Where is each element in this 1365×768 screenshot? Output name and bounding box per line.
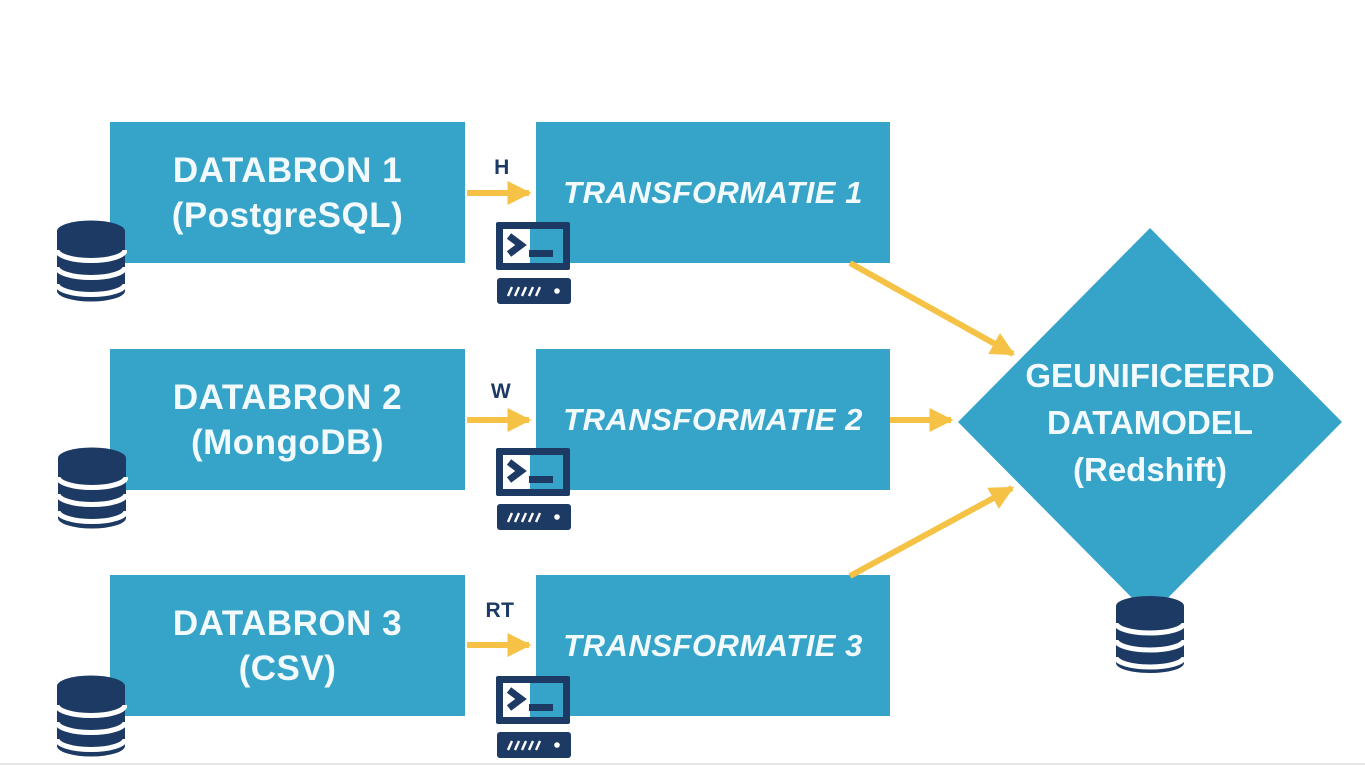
target-title-line1: GEUNIFICEERD (1025, 356, 1275, 394)
transformation-box-label: TRANSFORMATIE 3 (563, 627, 863, 663)
transformation-box-label: TRANSFORMATIE 1 (563, 174, 863, 210)
source-box-subtitle: (CSV) (238, 648, 337, 688)
database-icon (55, 675, 127, 757)
source-box-title: DATABRON 2 (172, 377, 403, 417)
transformation-box-1: TRANSFORMATIE 1 (536, 122, 890, 263)
target-title-line3: (Redshift) (1073, 450, 1227, 488)
flow-label-h: H (494, 156, 510, 179)
target-diamond-shape (958, 228, 1342, 616)
flow-label-rt: RT (485, 599, 515, 622)
source-box-3: DATABRON 3 (CSV) (110, 575, 465, 716)
transformation-box-label: TRANSFORMATIE 2 (563, 401, 863, 437)
source-box-title: DATABRON 1 (172, 150, 403, 190)
database-icon (55, 220, 127, 302)
source-box-2: DATABRON 2 (MongoDB) (110, 349, 465, 490)
database-icon (1114, 596, 1186, 673)
source-box-subtitle: (MongoDB) (190, 422, 385, 462)
transformation-box-3: TRANSFORMATIE 3 (536, 575, 890, 716)
source-box-title: DATABRON 3 (172, 603, 403, 643)
source-box-1: DATABRON 1 (PostgreSQL) (110, 122, 465, 263)
terminal-icon (496, 448, 571, 530)
terminal-icon (496, 222, 571, 304)
source-box-subtitle: (PostgreSQL) (171, 195, 404, 235)
terminal-icon (496, 676, 571, 758)
transformation-box-2: TRANSFORMATIE 2 (536, 349, 890, 490)
bottom-divider-line (0, 763, 1365, 765)
database-icon (56, 447, 128, 529)
target-title-line2: DATAMODEL (1047, 403, 1253, 441)
target-node: GEUNIFICEERD DATAMODEL (Redshift) (958, 228, 1342, 616)
flow-label-w: W (490, 380, 512, 403)
